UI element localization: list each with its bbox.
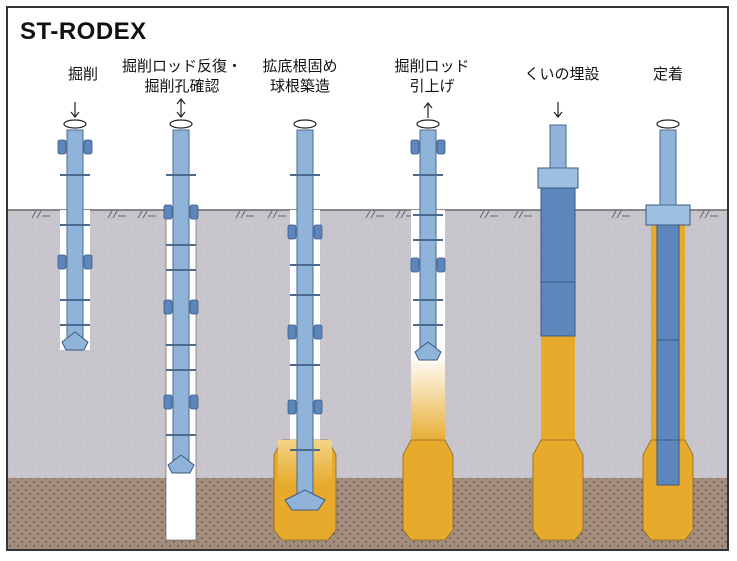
up-down-arrow-icon: [176, 98, 186, 118]
step-label-line: くいの埋設: [524, 65, 600, 83]
bearing-layer-texture: [8, 478, 727, 549]
follower-rod: [549, 124, 567, 169]
step-label-rod-withdrawal: 掘削ロッド 引上げ: [362, 56, 502, 96]
step-label-pile-insertion: くいの埋設: [492, 64, 632, 84]
drill-bit: [167, 454, 195, 474]
diagram-title: ST-RODEX: [20, 18, 147, 45]
step2-repeat: [163, 98, 199, 541]
pile-follower-cap: [537, 167, 579, 189]
drill-bit: [61, 331, 89, 351]
precast-pile: [656, 224, 680, 486]
rotation-icon: [169, 119, 193, 129]
cement-fill-gradient: [411, 355, 445, 445]
rotation-icon: [656, 119, 680, 129]
drill-rod: [66, 129, 84, 343]
grass-marks: [31, 210, 718, 219]
step-label-line: 定着: [652, 65, 683, 83]
step-label-enlarged-base: 拡底根固め 球根築造: [230, 56, 370, 96]
drill-rod: [172, 129, 190, 461]
step-label-repeat: 掘削ロッド反復・ 掘削孔確認: [112, 56, 252, 96]
pile-follower-cap: [645, 204, 691, 226]
precast-pile: [540, 187, 576, 337]
enlarged-base-bulb: [642, 439, 694, 541]
step-label-line: 掘削孔確認: [144, 77, 220, 95]
cement-column: [541, 335, 575, 445]
step-label-line: 掘削ロッド反復・: [121, 57, 242, 75]
enlarged-base-bulb: [532, 439, 584, 541]
enlarged-base-bulb: [402, 439, 454, 541]
down-arrow-icon: [553, 102, 563, 118]
step1-excavation: [57, 102, 93, 351]
step-label-fixing: 定着: [598, 64, 727, 84]
up-arrow-icon: [423, 102, 433, 118]
drill-rod: [296, 129, 314, 499]
step-label-line: 掘削ロッド: [394, 57, 470, 75]
step-label-line: 引上げ: [409, 77, 455, 95]
follower-rod: [659, 129, 677, 206]
step-label-line: 拡底根固め: [262, 57, 338, 75]
step-label-line: 掘削: [67, 65, 98, 83]
step5-pile-insertion: [532, 102, 584, 541]
drill-bit: [284, 489, 326, 511]
drill-bit: [414, 341, 442, 361]
rotation-icon: [416, 119, 440, 129]
step3-enlarged-base: [273, 119, 337, 541]
step-label-line: 球根築造: [269, 77, 330, 95]
step4-rod-withdrawal: [402, 102, 454, 541]
step-label-excavation: 掘削: [13, 64, 153, 84]
rotation-icon: [63, 119, 87, 129]
step6-fixing: [642, 119, 694, 541]
soil-layer: [8, 210, 727, 478]
down-arrow-icon: [70, 102, 80, 118]
rotation-icon: [293, 119, 317, 129]
